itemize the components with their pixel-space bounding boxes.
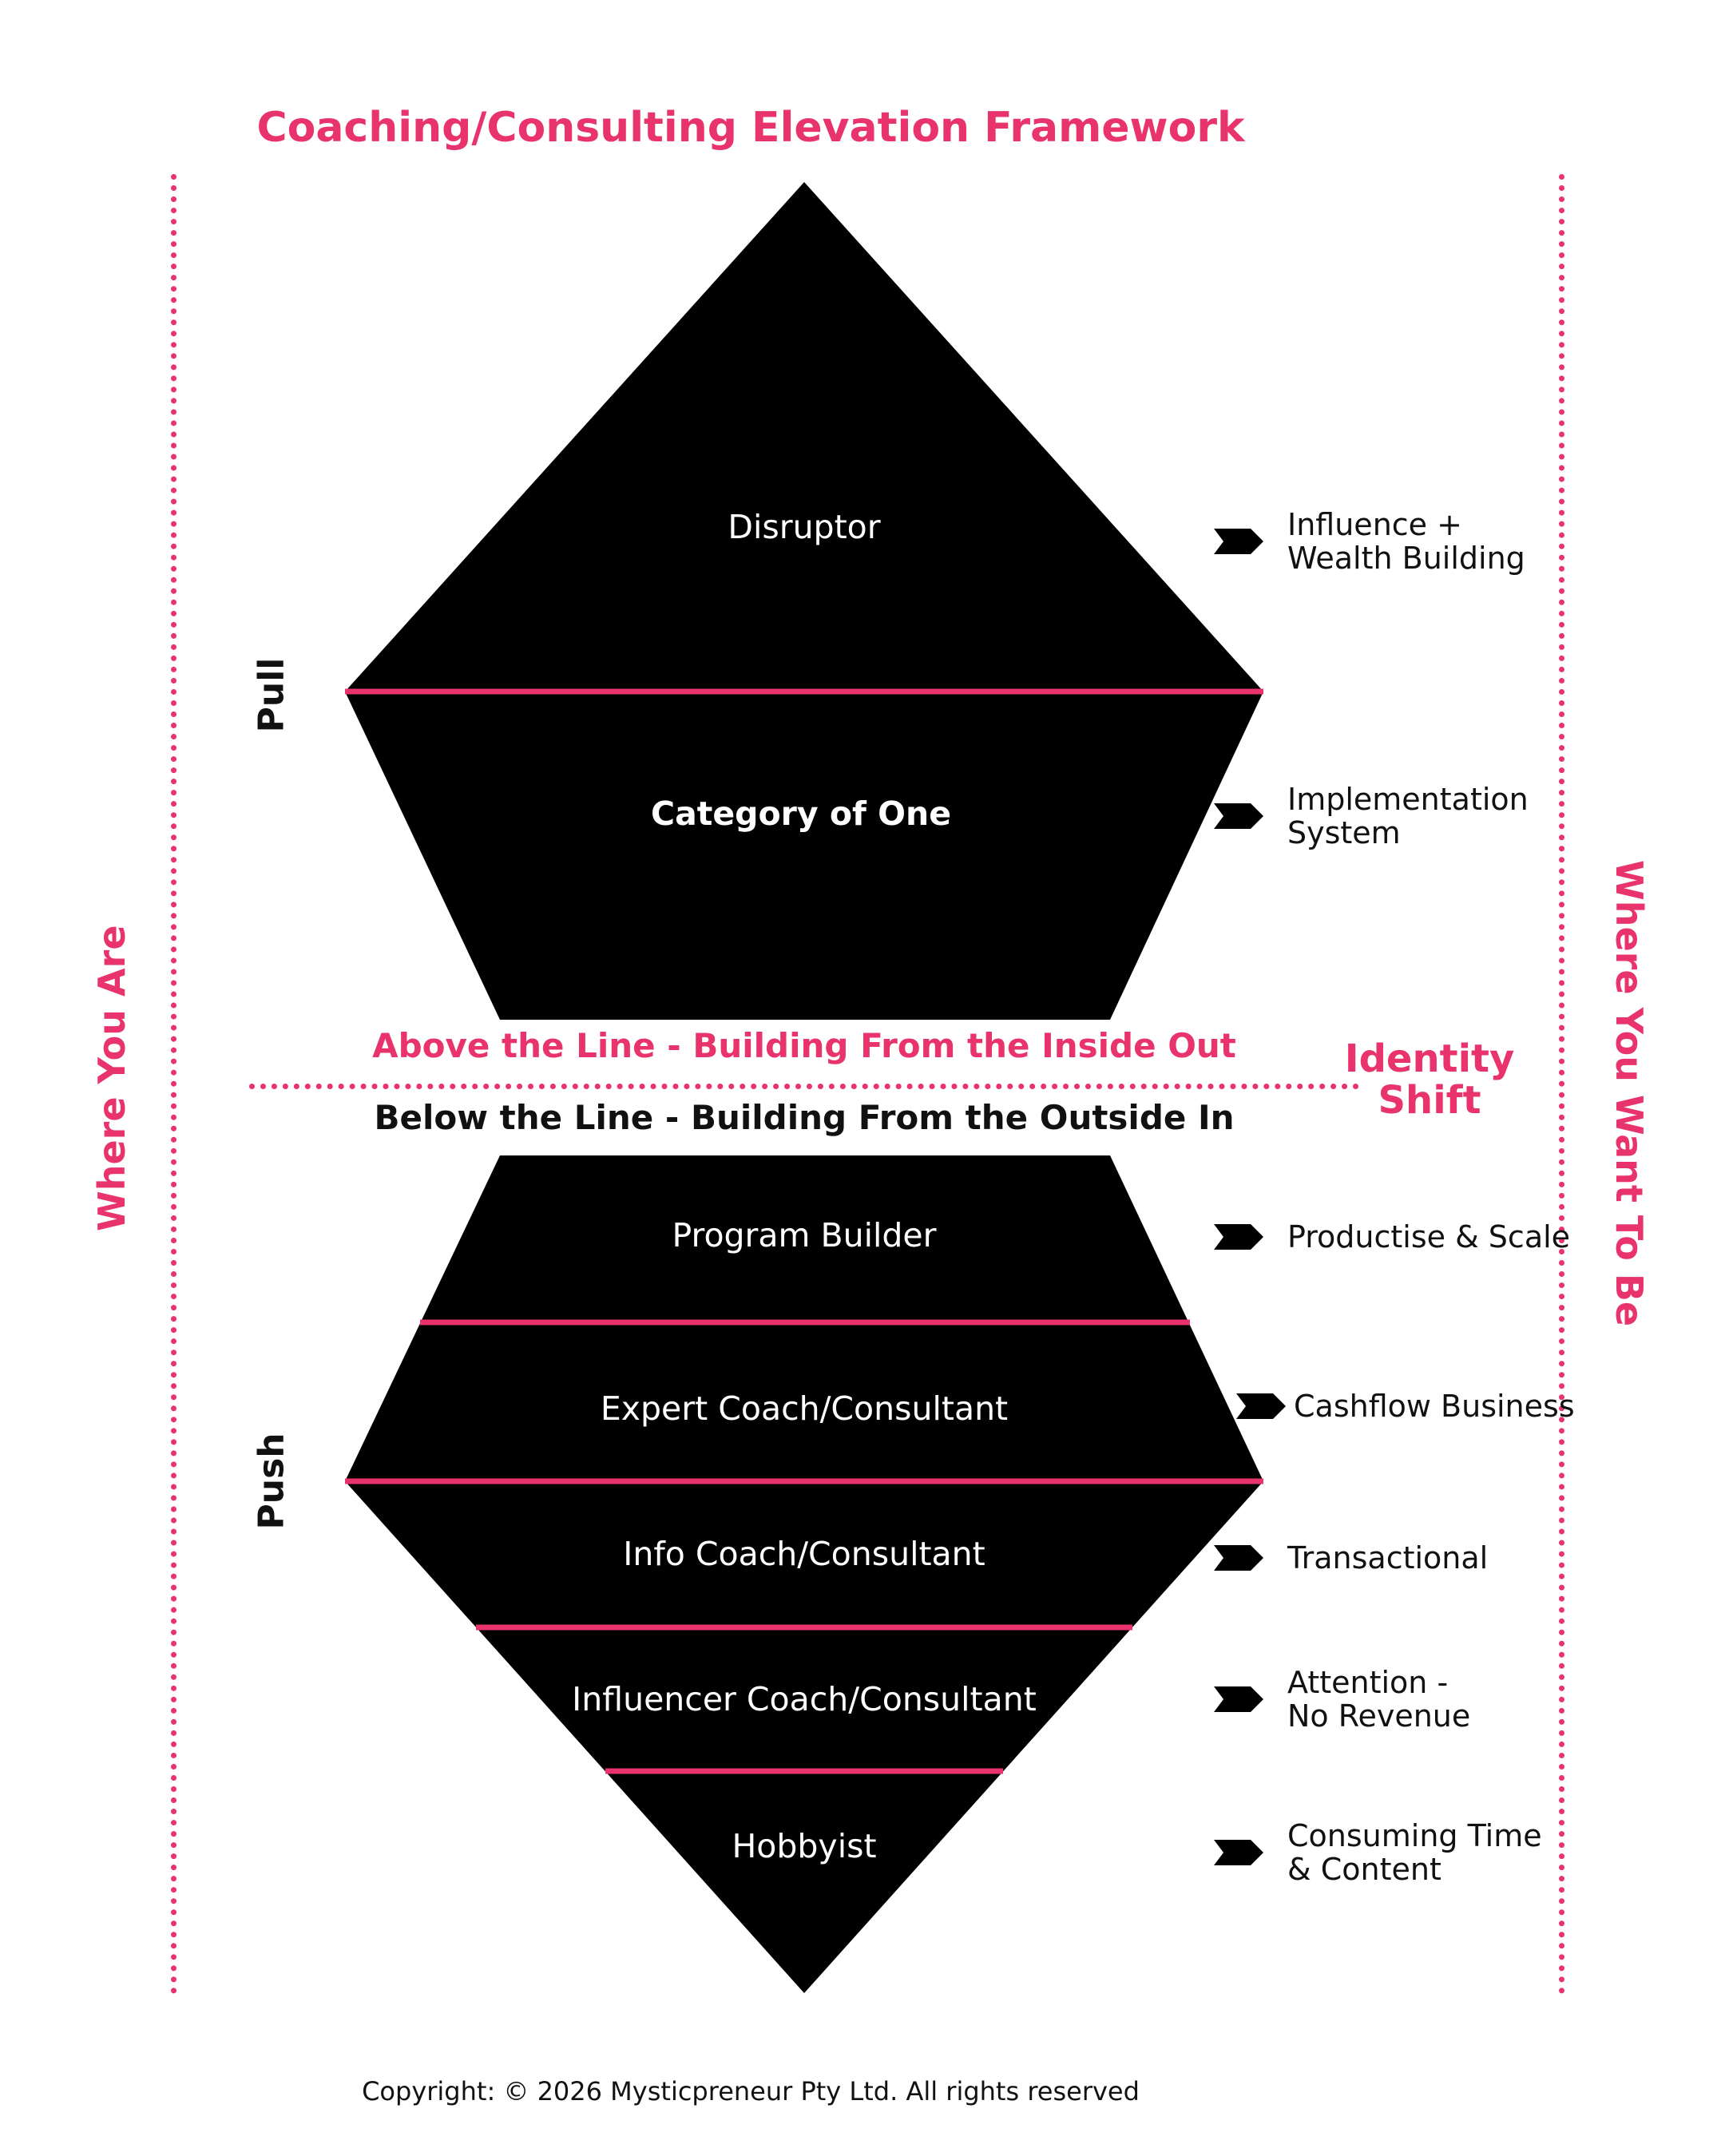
right-dotted-divider (1559, 174, 1564, 1995)
identity-shift-label: Identity Shift (1344, 1036, 1515, 1123)
outcome-attention: Attention - No Revenue (1214, 1666, 1470, 1733)
outcome-transactional: Transactional (1214, 1541, 1488, 1575)
above-line-caption: Above the Line - Building From the Insid… (372, 1026, 1236, 1065)
chevron-arrow-icon (1214, 1224, 1263, 1250)
outcome-text: Cashflow Business (1294, 1389, 1575, 1424)
left-dotted-divider (171, 174, 176, 1995)
chevron-arrow-icon (1214, 1545, 1263, 1571)
outcome-text: Consuming Time & Content (1287, 1818, 1542, 1887)
identity-line (249, 1084, 1359, 1089)
page-title: Coaching/Consulting Elevation Framework (256, 104, 1245, 152)
outcome-text: Attention - No Revenue (1287, 1665, 1471, 1734)
outcome-implementation: Implementation System (1214, 783, 1529, 850)
level-hobbyist: Hobbyist (732, 1827, 877, 1865)
chevron-arrow-icon (1214, 1840, 1263, 1865)
lower-shape (345, 1155, 1263, 1993)
level-disruptor: Disruptor (728, 508, 881, 546)
level-influencer-coach: Influencer Coach/Consultant (572, 1680, 1037, 1718)
outcome-text: Transactional (1287, 1540, 1489, 1575)
level-category-of-one: Category of One (650, 795, 952, 833)
level-info-coach: Info Coach/Consultant (623, 1535, 985, 1573)
below-line-caption: Below the Line - Building From the Outsi… (374, 1098, 1235, 1137)
chevron-arrow-icon (1214, 1686, 1263, 1712)
outcome-cashflow: Cashflow Business (1236, 1389, 1575, 1423)
level-program-builder: Program Builder (672, 1216, 937, 1254)
outcome-text: Implementation System (1287, 782, 1529, 850)
upper-shape (345, 182, 1263, 1020)
level-expert-coach: Expert Coach/Consultant (600, 1389, 1009, 1428)
outcome-influence: Influence + Wealth Building (1214, 508, 1525, 575)
chevron-arrow-icon (1236, 1393, 1286, 1419)
outcome-consuming: Consuming Time & Content (1214, 1819, 1542, 1886)
outcome-productise: Productise & Scale (1214, 1220, 1570, 1254)
outcome-text: Influence + Wealth Building (1287, 507, 1525, 576)
outcome-text: Productise & Scale (1287, 1219, 1571, 1254)
copyright-notice: Copyright: © 2026 Mysticpreneur Pty Ltd.… (362, 2076, 1140, 2106)
chevron-arrow-icon (1214, 529, 1263, 554)
chevron-arrow-icon (1214, 803, 1263, 829)
